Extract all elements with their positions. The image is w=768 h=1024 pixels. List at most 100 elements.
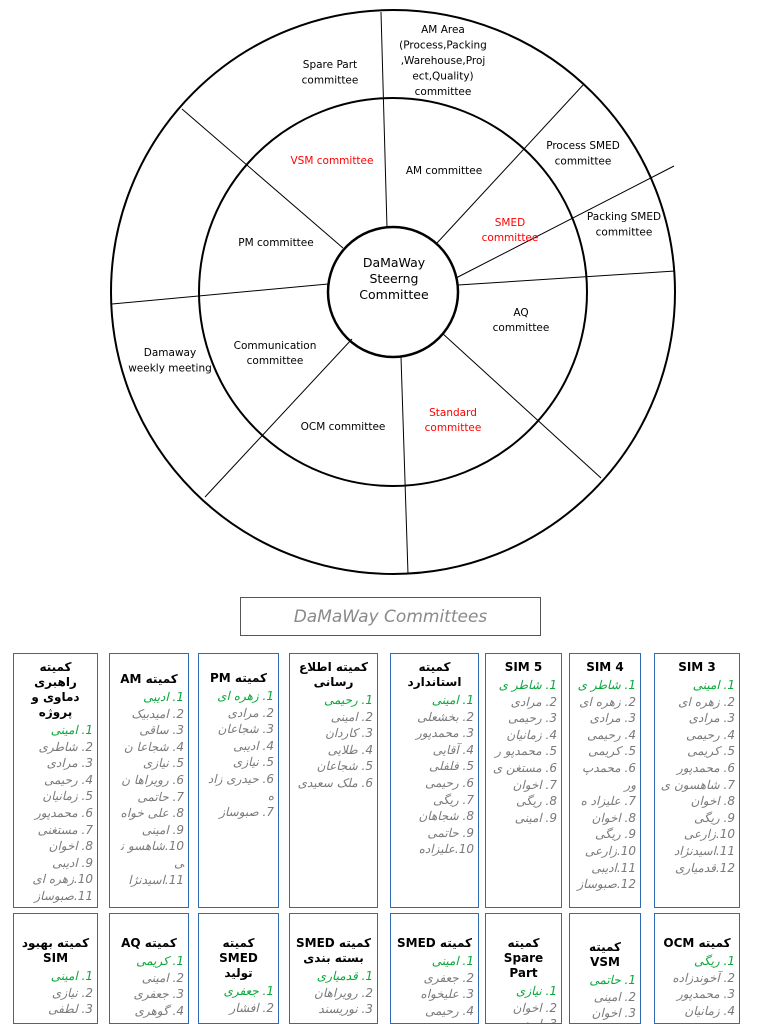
member-item: 3. رحیمی bbox=[507, 711, 557, 726]
member-item: 4. آقایی bbox=[432, 742, 474, 757]
member-item: 3. مرادی bbox=[46, 756, 93, 771]
member-item: 5. نیازی bbox=[142, 756, 184, 771]
member-item: 7. شاهسون ی bbox=[660, 777, 735, 792]
member-item: 2. مرادی bbox=[510, 694, 557, 709]
divider-line bbox=[436, 83, 585, 244]
member-item: 1. نیازی bbox=[515, 984, 557, 998]
member-item: 2. اخوان bbox=[512, 1000, 557, 1015]
member-item: 1. کریمی bbox=[136, 954, 184, 968]
segment-label-line: AM Area bbox=[421, 24, 465, 36]
member-item: 12.قدمیاری bbox=[674, 860, 735, 875]
divider-line bbox=[181, 108, 344, 249]
member-item: 3. لطفی bbox=[48, 1002, 93, 1017]
middle-ring bbox=[198, 97, 588, 487]
member-item: 6. رویراها ن bbox=[121, 772, 184, 787]
member-item: 9. امینی bbox=[514, 810, 557, 825]
segment-label-line: committee bbox=[482, 232, 539, 244]
committee-card-title: کمیته SMED بسته بندی bbox=[295, 936, 372, 965]
member-item: 3. کاردان bbox=[325, 726, 373, 741]
member-item: 4. رحیمی bbox=[43, 772, 93, 787]
member-item: 3. محمدپور bbox=[415, 726, 474, 741]
member-item: 4. زمانیان bbox=[684, 1003, 735, 1018]
member-item: 2. جعفری bbox=[423, 970, 474, 985]
member-item: 3. امینی bbox=[490, 1016, 557, 1023]
segment-label-line: Spare Part bbox=[303, 59, 357, 71]
member-item: 1. امینی bbox=[50, 723, 93, 737]
member-item: 2. امیدبیک bbox=[131, 706, 184, 721]
segment-label-spare-part: Spare Part committee bbox=[302, 59, 359, 87]
member-item: 1. امینی bbox=[431, 954, 474, 968]
segment-label-line: ect,Quality) bbox=[412, 71, 473, 83]
divider-line bbox=[457, 270, 676, 286]
member-list: 1. نیازی 2. اخوان3. امینی bbox=[490, 983, 557, 1023]
member-item: 6. محمدپ ور bbox=[582, 760, 636, 792]
member-item: 7. علیزاد ه bbox=[580, 794, 636, 809]
member-item: 11.ادیبی bbox=[591, 860, 636, 875]
member-item: 4. ادیبی bbox=[233, 738, 274, 753]
member-item: 2. مرادی bbox=[227, 705, 274, 720]
segment-label-line: committee bbox=[247, 355, 304, 367]
divider-line bbox=[400, 356, 409, 575]
member-item: 2. امینی bbox=[141, 970, 184, 985]
committee-card-title: کمیته PM bbox=[209, 671, 268, 685]
member-item: 2. شاطری bbox=[38, 739, 93, 754]
member-item: 3. جعفری bbox=[133, 987, 184, 1002]
member-item: 7. ریگی bbox=[432, 792, 474, 807]
member-item: 3. شجاعان bbox=[217, 722, 274, 737]
member-item: 8. علی خواه bbox=[120, 806, 184, 821]
member-item: 2. بخشعلی bbox=[417, 709, 474, 724]
segment-label-line: committee bbox=[555, 156, 612, 168]
segment-label-pm: PM committee bbox=[238, 237, 313, 249]
member-item: 2. زهره ای bbox=[579, 694, 636, 709]
segment-label-line: committee bbox=[302, 75, 359, 87]
member-item: 6. محمدپور bbox=[34, 805, 93, 820]
member-item: 8. ریگی bbox=[515, 794, 557, 809]
segment-label-vsm: VSM committee bbox=[291, 155, 374, 167]
member-item: 10.زارعی bbox=[584, 843, 636, 858]
member-item: 1. ریگی bbox=[693, 954, 735, 968]
segment-label-line: committee bbox=[415, 86, 472, 98]
segment-label-am: AM committee bbox=[406, 165, 482, 177]
segment-label-line: Communication bbox=[234, 340, 317, 352]
segment-label-line: PM committee bbox=[238, 237, 313, 249]
member-item: 1. ادیبی bbox=[143, 690, 184, 704]
member-item: 8. اخوان bbox=[690, 794, 735, 809]
member-item: 7. صبوساز bbox=[219, 805, 274, 820]
member-item: 3. ساقی bbox=[139, 723, 184, 738]
segment-label-line: Packing SMED bbox=[587, 211, 661, 223]
member-item: 11.اسیدنژا bbox=[128, 872, 184, 887]
member-item: 3. مرادی bbox=[688, 711, 735, 726]
member-item: 1. امینی bbox=[692, 678, 735, 692]
divider-line bbox=[380, 11, 388, 229]
member-item: 12.صبوساز bbox=[577, 877, 636, 892]
member-item: 4. رحیمی bbox=[685, 727, 735, 742]
center-label-line: DaMaWay bbox=[363, 255, 426, 270]
member-item: 10.زارعی bbox=[683, 827, 735, 842]
committee-card-title: SIM 4 bbox=[586, 660, 624, 674]
committees-title: DaMaWay Committees bbox=[240, 597, 541, 636]
divider-line bbox=[441, 332, 602, 479]
member-item: 6. ملک سعیدی bbox=[297, 775, 373, 790]
member-item: 1. جعفری bbox=[223, 984, 274, 998]
member-item: 9. ادیبی bbox=[52, 855, 93, 870]
